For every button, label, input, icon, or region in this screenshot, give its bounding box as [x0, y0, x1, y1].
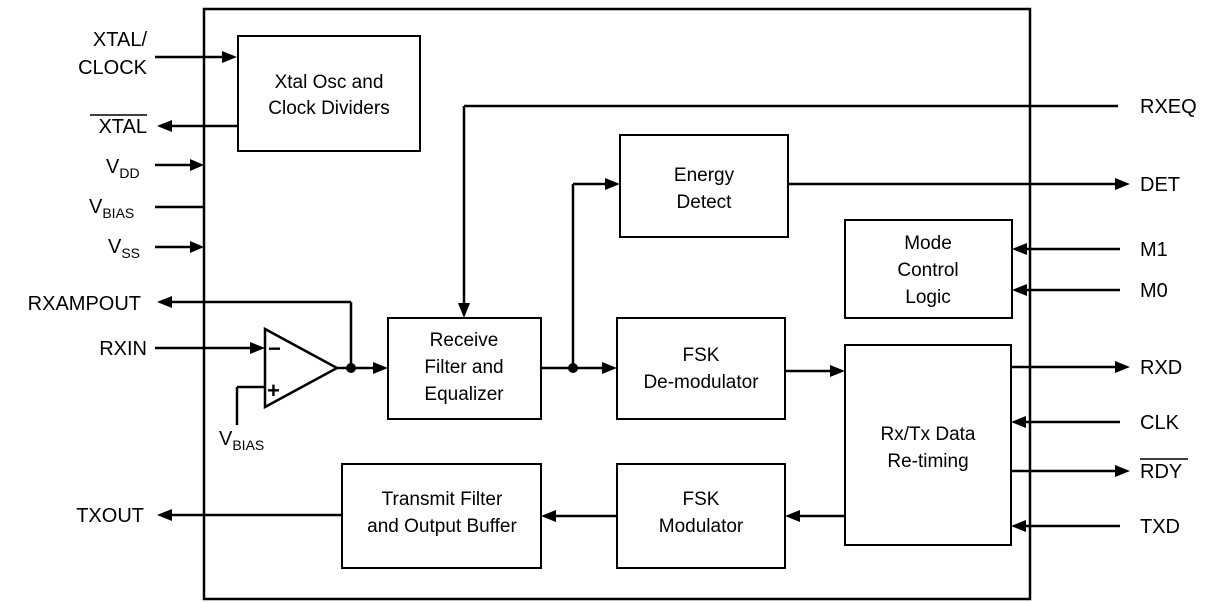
rx-opamp: − +	[263, 326, 340, 410]
mode-control-block: Mode Control Logic	[844, 219, 1013, 319]
pin-xtal-clock-label-2: CLOCK	[78, 57, 148, 79]
pin-txout-label: TXOUT	[76, 505, 144, 527]
pin-rdy-n: RDY	[1011, 458, 1188, 483]
pin-rxeq-label: RXEQ	[1140, 96, 1197, 118]
pin-clk-label: CLK	[1140, 412, 1180, 434]
mode-control-label-1: Mode	[904, 233, 952, 254]
energy-detect-label-2: Detect	[677, 192, 733, 213]
fsk-mod-label-1: FSK	[683, 489, 720, 510]
pin-txout: TXOUT	[76, 505, 342, 527]
fsk-modulator-block: FSK Modulator	[616, 463, 786, 569]
fsk-mod-label-2: Modulator	[659, 516, 744, 537]
filter-output-path	[541, 178, 620, 374]
pin-vdd-label: VDD	[106, 156, 140, 181]
demod-to-retiming-path	[785, 365, 845, 377]
pin-vbias: VBIAS	[89, 196, 204, 221]
pin-txd: TXD	[1011, 516, 1180, 538]
xtal-osc-block: Xtal Osc and Clock Dividers	[237, 35, 421, 152]
pin-rdy-n-label: RDY	[1140, 461, 1182, 483]
pin-clk: CLK	[1011, 412, 1180, 434]
fsk-demodulator-block: FSK De-modulator	[616, 317, 786, 420]
pin-rxampout-label: RXAMPOUT	[28, 293, 141, 315]
pin-det-label: DET	[1140, 174, 1180, 196]
fsk-demod-label-1: FSK	[683, 345, 720, 366]
retiming-to-modulator-path	[785, 510, 845, 522]
opamp-minus-sign: −	[268, 336, 281, 361]
transmit-filter-label-1: Transmit Filter	[382, 489, 503, 510]
pin-rxd: RXD	[1011, 357, 1182, 379]
opamp-vbias-label: VBIAS	[219, 428, 264, 453]
mode-control-label-3: Logic	[905, 287, 950, 308]
modulator-to-filter-path	[541, 510, 617, 522]
receive-filter-label-2: Filter and	[424, 357, 503, 378]
pin-vdd: VDD	[106, 156, 204, 181]
pin-xtal-clock-label-1: XTAL/	[93, 29, 148, 51]
xtal-osc-label-1: Xtal Osc and	[275, 72, 384, 93]
opamp-output-path	[337, 362, 388, 374]
mode-control-label-2: Control	[897, 260, 958, 281]
energy-detect-block: Energy Detect	[619, 134, 789, 238]
pin-m0-label: M0	[1140, 280, 1168, 302]
pin-rxeq: RXEQ	[1140, 96, 1197, 118]
transmit-filter-block: Transmit Filter and Output Buffer	[341, 463, 542, 569]
pin-xtal-n: XTAL	[90, 114, 238, 138]
pin-det: DET	[788, 174, 1180, 196]
opamp-plus-sign: +	[267, 378, 280, 403]
transmit-filter-label-2: and Output Buffer	[367, 516, 517, 537]
pin-m1-label: M1	[1140, 239, 1168, 261]
rxtx-retiming-label-2: Re-timing	[887, 451, 968, 472]
pin-rxampout: RXAMPOUT	[28, 293, 353, 368]
pin-m0: M0	[1012, 280, 1168, 302]
pin-m1: M1	[1012, 239, 1168, 261]
pin-xtal-clock: XTAL/ CLOCK	[78, 29, 237, 79]
pin-vbias-label: VBIAS	[89, 196, 134, 221]
energy-detect-label-1: Energy	[674, 165, 735, 186]
xtal-osc-label-2: Clock Dividers	[268, 98, 389, 119]
rxeq-path	[458, 104, 1118, 318]
pin-vss-label: VSS	[108, 236, 140, 261]
receive-filter-label-1: Receive	[430, 330, 499, 351]
pin-vss: VSS	[108, 236, 204, 261]
fsk-demod-label-2: De-modulator	[643, 372, 759, 393]
chip-outline	[202, 7, 1032, 601]
pin-xtal-n-label: XTAL	[98, 116, 147, 138]
opamp-vbias-input: VBIAS	[219, 385, 265, 453]
rxtx-retiming-label-1: Rx/Tx Data	[880, 424, 975, 445]
pin-rxin-label: RXIN	[99, 338, 147, 360]
pin-rxd-label: RXD	[1140, 357, 1182, 379]
rxtx-retiming-block: Rx/Tx Data Re-timing	[844, 344, 1012, 546]
pin-txd-label: TXD	[1140, 516, 1180, 538]
receive-filter-block: Receive Filter and Equalizer	[387, 317, 542, 420]
pin-rxin: RXIN	[99, 338, 265, 360]
receive-filter-label-3: Equalizer	[424, 384, 504, 405]
